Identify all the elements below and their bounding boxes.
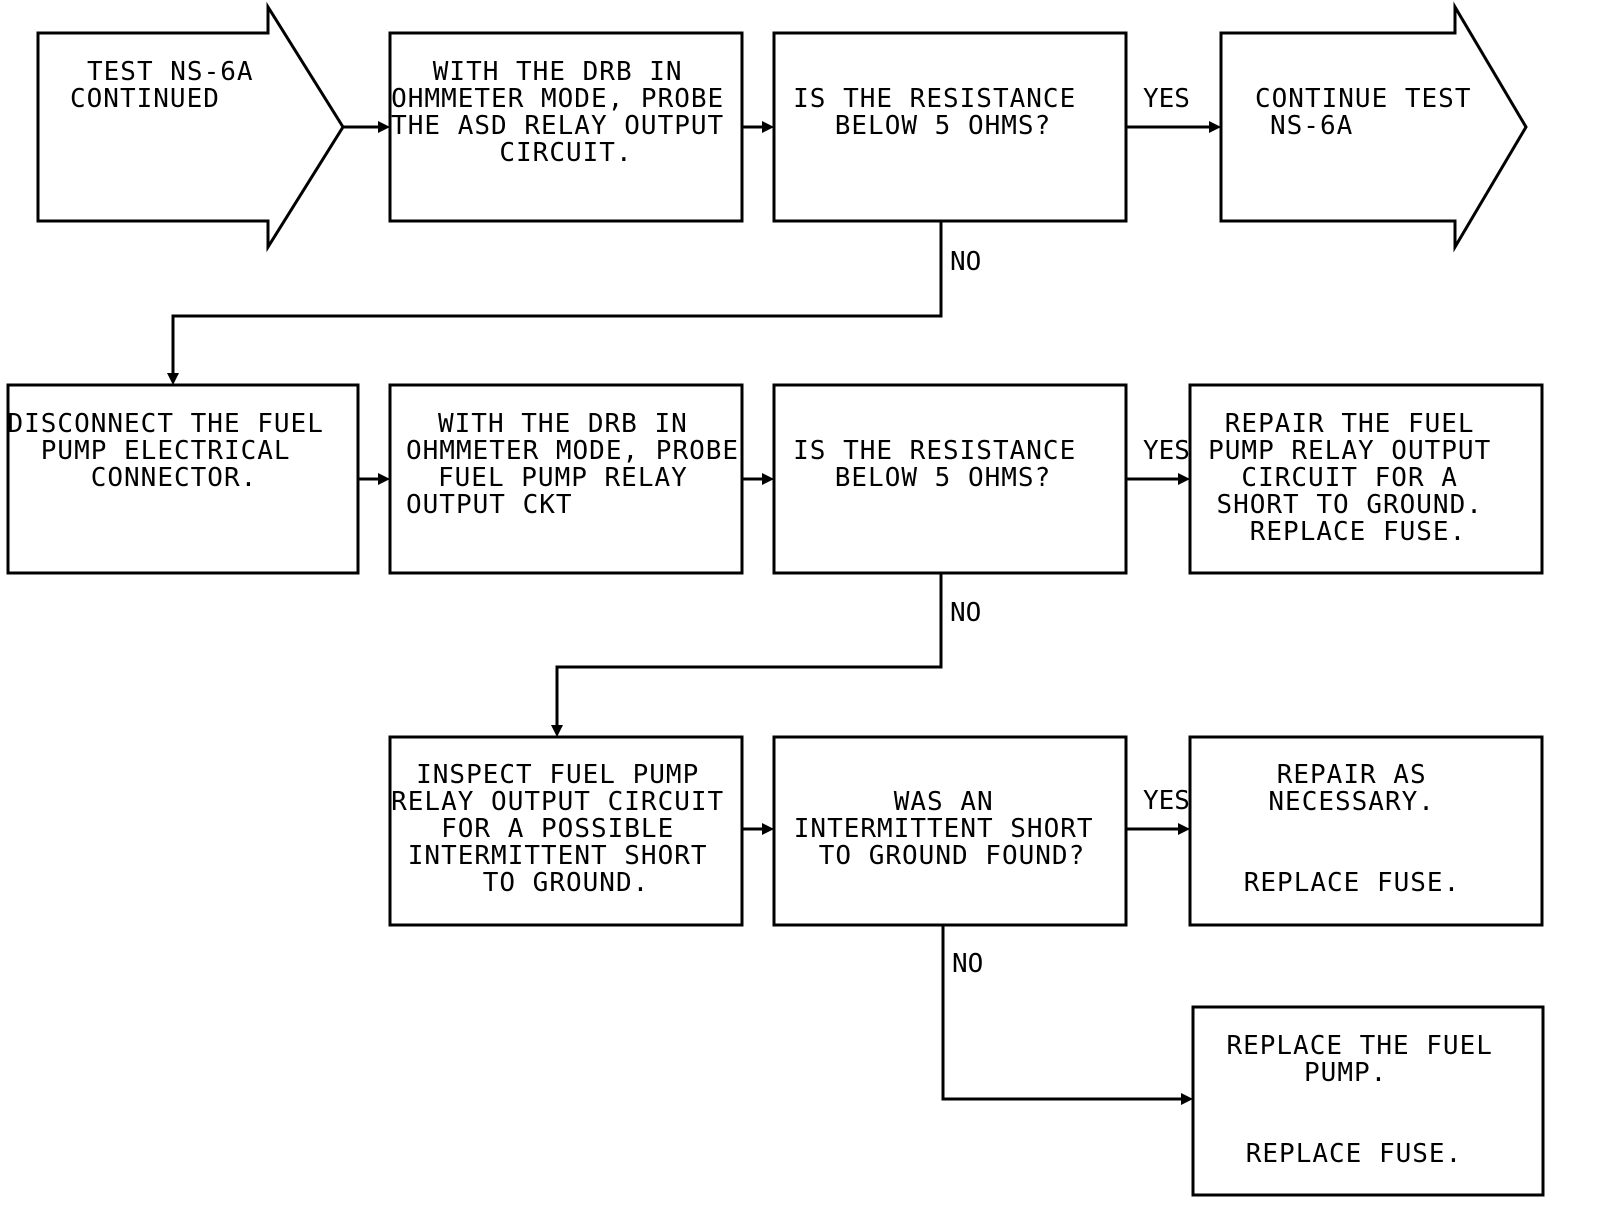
probe-asd-line-3: THE ASD RELAY OUTPUT: [391, 111, 724, 141]
start-arrow-shape: [36, 1, 345, 253]
replace-pump-line-1: REPLACE THE FUEL: [1226, 1031, 1492, 1061]
start-line-1: TEST NS-6A: [87, 57, 254, 87]
replace-pump-line-2: PUMP.: [1304, 1058, 1387, 1088]
replace-pump-box: [1191, 1005, 1545, 1197]
probe-fuel-line-1: WITH THE DRB IN: [438, 409, 688, 439]
continue-line-2: NS-6A: [1270, 111, 1353, 141]
connector-decision-1-yes: [1126, 121, 1221, 133]
decision-1-box: [772, 31, 1128, 223]
decision-3-text: WAS AN INTERMITTENT SHORT TO GROUND FOUN…: [794, 787, 1110, 871]
decision-3-box: [772, 735, 1128, 927]
replace-pump-text: REPLACE THE FUEL PUMP. REPLACE FUSE.: [1226, 1031, 1509, 1169]
connector-probe-fuel-to-decision-2: [742, 473, 774, 485]
decision-1-line-1: IS THE RESISTANCE: [793, 84, 1076, 114]
yes-label-3: YES: [1143, 786, 1190, 816]
decision-3-line-3: TO GROUND FOUND?: [819, 841, 1085, 871]
inspect-line-4: INTERMITTENT SHORT: [408, 841, 708, 871]
connector-inspect-to-decision-3: [742, 823, 774, 835]
disconnect-box: [6, 383, 360, 575]
yes-label-1: YES: [1143, 84, 1190, 114]
inspect-text: INSPECT FUEL PUMP RELAY OUTPUT CIRCUIT F…: [391, 760, 741, 898]
disconnect-line-2: PUMP ELECTRICAL: [41, 436, 291, 466]
inspect-line-2: RELAY OUTPUT CIRCUIT: [391, 787, 724, 817]
no-label-3: NO: [952, 949, 983, 979]
start-line-2: CONTINUED: [70, 84, 220, 114]
probe-asd-line-1: WITH THE DRB IN: [433, 57, 683, 87]
repair-short-line-2: PUMP RELAY OUTPUT: [1208, 436, 1491, 466]
repair-short-line-3: CIRCUIT FOR A: [1241, 463, 1458, 493]
disconnect-line-3: CONNECTOR.: [91, 463, 258, 493]
probe-fuel-box: [388, 383, 744, 575]
inspect-line-5: TO GROUND.: [483, 868, 650, 898]
disconnect-text: DISCONNECT THE FUEL PUMP ELECTRICAL CONN…: [7, 409, 340, 493]
decision-2-line-2: BELOW 5 OHMS?: [835, 463, 1052, 493]
repair-short-line-4: SHORT TO GROUND.: [1216, 490, 1482, 520]
yes-label-2: YES: [1143, 436, 1190, 466]
no-label-1: NO: [950, 247, 981, 277]
decision-2-box: [772, 383, 1128, 575]
decision-3-line-2: INTERMITTENT SHORT: [794, 814, 1094, 844]
repair-necessary-line-1: REPAIR AS: [1277, 760, 1427, 790]
repair-short-box: [1188, 383, 1544, 575]
decision-2-line-1: IS THE RESISTANCE: [793, 436, 1076, 466]
repair-short-text: REPAIR THE FUEL PUMP RELAY OUTPUT CIRCUI…: [1208, 409, 1508, 547]
continue-arrow-shape: [1219, 1, 1528, 253]
continue-line-1: CONTINUE TEST: [1255, 84, 1472, 114]
repair-necessary-box: [1188, 735, 1544, 927]
probe-fuel-line-2: OHMMETER MODE, PROBE: [406, 436, 739, 466]
probe-asd-line-2: OHMMETER MODE, PROBE: [391, 84, 724, 114]
connector-decision-2-yes: [1126, 473, 1190, 485]
decision-1-text: IS THE RESISTANCE BELOW 5 OHMS?: [793, 84, 1093, 141]
start-text: TEST NS-6A CONTINUED: [70, 57, 270, 114]
repair-short-line-1: REPAIR THE FUEL: [1225, 409, 1475, 439]
connector-decision-1-no: [167, 221, 943, 385]
replace-pump-line-5: REPLACE FUSE.: [1246, 1139, 1463, 1169]
probe-fuel-line-3: FUEL PUMP RELAY: [438, 463, 688, 493]
inspect-box: [388, 735, 744, 927]
repair-necessary-text: REPAIR AS NECESSARY. REPLACE FUSE.: [1244, 760, 1461, 898]
probe-asd-box: [388, 31, 744, 223]
inspect-line-1: INSPECT FUEL PUMP: [416, 760, 699, 790]
repair-necessary-line-5: REPLACE FUSE.: [1244, 868, 1461, 898]
repair-necessary-line-2: NECESSARY.: [1268, 787, 1435, 817]
probe-asd-text: WITH THE DRB IN OHMMETER MODE, PROBE THE…: [391, 57, 741, 168]
continue-text: CONTINUE TEST NS-6A: [1255, 84, 1488, 141]
disconnect-line-1: DISCONNECT THE FUEL: [7, 409, 323, 439]
probe-fuel-line-4: OUTPUT CKT: [406, 490, 573, 520]
probe-asd-line-4: CIRCUIT.: [499, 138, 632, 168]
connector-decision-3-no: [941, 925, 1193, 1105]
repair-short-line-5: REPLACE FUSE.: [1250, 517, 1467, 547]
decision-1-line-2: BELOW 5 OHMS?: [835, 111, 1052, 141]
decision-2-text: IS THE RESISTANCE BELOW 5 OHMS?: [793, 436, 1093, 493]
decision-3-line-1: WAS AN: [894, 787, 994, 817]
probe-fuel-text: WITH THE DRB IN OHMMETER MODE, PROBE FUE…: [406, 409, 756, 520]
connector-decision-2-no: [551, 573, 943, 737]
connector-decision-3-yes: [1126, 823, 1190, 835]
inspect-line-3: FOR A POSSIBLE: [441, 814, 674, 844]
connector-start-to-probe-asd: [343, 121, 390, 133]
connector-disconnect-to-probe-fuel: [358, 473, 390, 485]
connector-probe-asd-to-decision-1: [742, 121, 774, 133]
no-label-2: NO: [950, 598, 981, 628]
